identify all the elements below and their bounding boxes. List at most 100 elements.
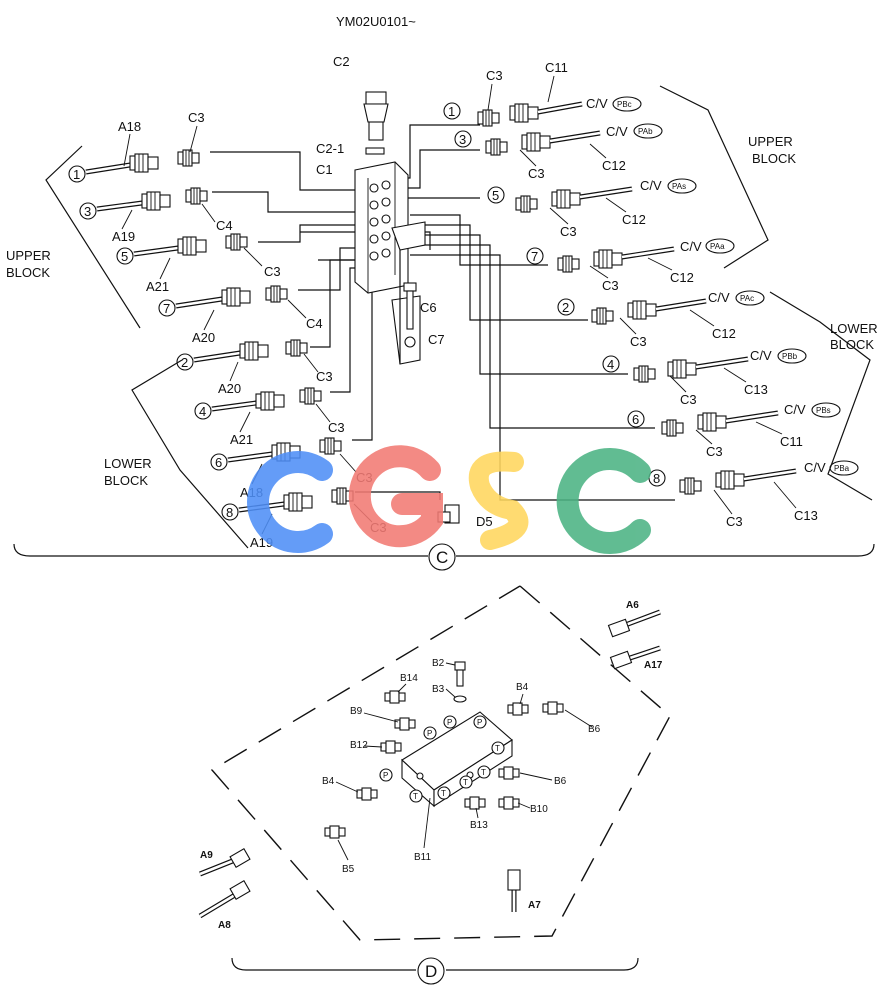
right-item-3: 3 C3 C12 C/V PAb	[454, 123, 663, 181]
svg-text:A18: A18	[118, 119, 141, 134]
label-upper-block-right-1: UPPER	[748, 134, 793, 149]
svg-text:2: 2	[562, 300, 569, 315]
label-lower-block-left-2: BLOCK	[104, 473, 148, 488]
svg-text:C3: C3	[188, 110, 205, 125]
svg-text:C12: C12	[670, 270, 694, 285]
svg-text:T: T	[481, 768, 486, 777]
svg-text:P: P	[427, 729, 432, 738]
svg-text:C4: C4	[306, 316, 323, 331]
svg-text:C11: C11	[545, 60, 568, 75]
label-b10: B10	[530, 804, 548, 815]
svg-text:C3: C3	[528, 166, 545, 181]
svg-text:3: 3	[84, 204, 91, 219]
label-d5: D5	[476, 514, 493, 529]
svg-text:C/V: C/V	[680, 239, 702, 254]
svg-text:P: P	[477, 718, 482, 727]
label-b6-top: B6	[588, 724, 601, 735]
view-c-brace	[13, 543, 875, 557]
svg-text:A21: A21	[230, 432, 253, 447]
svg-text:6: 6	[215, 455, 222, 470]
svg-text:C/V: C/V	[750, 348, 772, 363]
label-b14: B14	[400, 673, 418, 684]
svg-text:PAs: PAs	[672, 182, 686, 191]
label-lower-block-left-1: LOWER	[104, 456, 152, 471]
svg-text:2: 2	[181, 355, 188, 370]
view-d-brace	[231, 957, 639, 971]
label-c2: C2	[333, 54, 350, 69]
svg-text:A8: A8	[218, 920, 231, 931]
label-b4-top: B4	[516, 682, 529, 693]
svg-text:A6: A6	[626, 600, 639, 611]
svg-text:C/V: C/V	[640, 178, 662, 193]
port-markers: P P P P T T T T T	[379, 715, 505, 803]
svg-text:C12: C12	[622, 212, 646, 227]
fittings-d	[324, 661, 564, 839]
svg-text:C/V: C/V	[586, 96, 608, 111]
right-item-2: 2 C3 C12 C/V PAc	[557, 290, 765, 349]
svg-text:C13: C13	[794, 508, 818, 523]
svg-text:P: P	[383, 771, 388, 780]
svg-text:6: 6	[632, 412, 639, 427]
hose-a6-a17: A6 A17	[607, 600, 663, 671]
svg-text:C3: C3	[602, 278, 619, 293]
svg-text:PAb: PAb	[638, 127, 653, 136]
svg-text:8: 8	[653, 471, 660, 486]
svg-text:T: T	[413, 792, 418, 801]
svg-text:A20: A20	[192, 330, 215, 345]
svg-text:T: T	[463, 778, 468, 787]
svg-text:P: P	[447, 718, 452, 727]
label-b6-right: B6	[554, 776, 567, 787]
view-c: C2 C2-1 C1 C6 C7 D5 1 A18 C3 3 A19 C4	[6, 54, 878, 571]
block-brackets	[45, 85, 873, 549]
svg-text:A20: A20	[218, 381, 241, 396]
svg-text:C3: C3	[316, 369, 333, 384]
svg-text:C3: C3	[486, 68, 503, 83]
label-upper-block-left-2: BLOCK	[6, 265, 50, 280]
svg-text:PBb: PBb	[782, 352, 798, 361]
right-item-4: 4 C3 C13 C/V PBb	[602, 348, 807, 407]
svg-text:PAa: PAa	[710, 242, 725, 251]
right-leaders	[487, 75, 797, 515]
label-b5: B5	[342, 864, 355, 875]
label-c7: C7	[428, 332, 445, 347]
svg-text:A9: A9	[200, 850, 213, 861]
svg-text:C3: C3	[680, 392, 697, 407]
right-item-1: 1 C3 C11 C/V PBc	[443, 60, 642, 127]
hose-a7: A7	[507, 869, 541, 912]
hose-a9-a8: A9 A8	[198, 848, 251, 931]
label-b11: B11	[414, 852, 431, 863]
svg-text:C3: C3	[264, 264, 281, 279]
svg-text:5: 5	[492, 188, 499, 203]
svg-text:PBa: PBa	[834, 464, 850, 473]
svg-text:4: 4	[607, 357, 614, 372]
svg-text:C13: C13	[744, 382, 768, 397]
view-d-mark: D	[425, 962, 437, 981]
svg-text:C4: C4	[216, 218, 233, 233]
svg-text:C12: C12	[712, 326, 736, 341]
left-item-4: 4 A21 C3	[194, 387, 345, 447]
manifold-block-c1	[354, 91, 460, 524]
svg-text:C/V: C/V	[784, 402, 806, 417]
label-b12: B12	[350, 740, 368, 751]
svg-text:C3: C3	[726, 514, 743, 529]
label-b13: B13	[470, 820, 488, 831]
right-item-7: 7 C3 C12 C/V PAa	[526, 238, 735, 293]
svg-text:8: 8	[226, 505, 233, 520]
watermark-cgsc	[247, 445, 651, 554]
right-item-8: 8 C3 C13 C/V PBa	[648, 460, 859, 529]
svg-text:C/V: C/V	[804, 460, 826, 475]
svg-text:A21: A21	[146, 279, 169, 294]
left-item-2: 2 A20 C3	[176, 339, 333, 396]
label-b9: B9	[350, 706, 363, 717]
view-d-leaders	[335, 662, 593, 861]
svg-text:7: 7	[531, 249, 538, 264]
view-d: P P P P T T T T T B2 B3 B14	[198, 585, 671, 985]
svg-text:C3: C3	[706, 444, 723, 459]
right-item-6: 6 C3 C11 C/V PBs	[627, 402, 841, 459]
svg-text:C3: C3	[630, 334, 647, 349]
svg-text:7: 7	[163, 301, 170, 316]
svg-text:A17: A17	[644, 660, 663, 671]
left-item-7: 7 A20 C4	[158, 285, 323, 345]
svg-text:A7: A7	[528, 900, 541, 911]
left-item-3: 3 A19 C4	[79, 187, 233, 244]
